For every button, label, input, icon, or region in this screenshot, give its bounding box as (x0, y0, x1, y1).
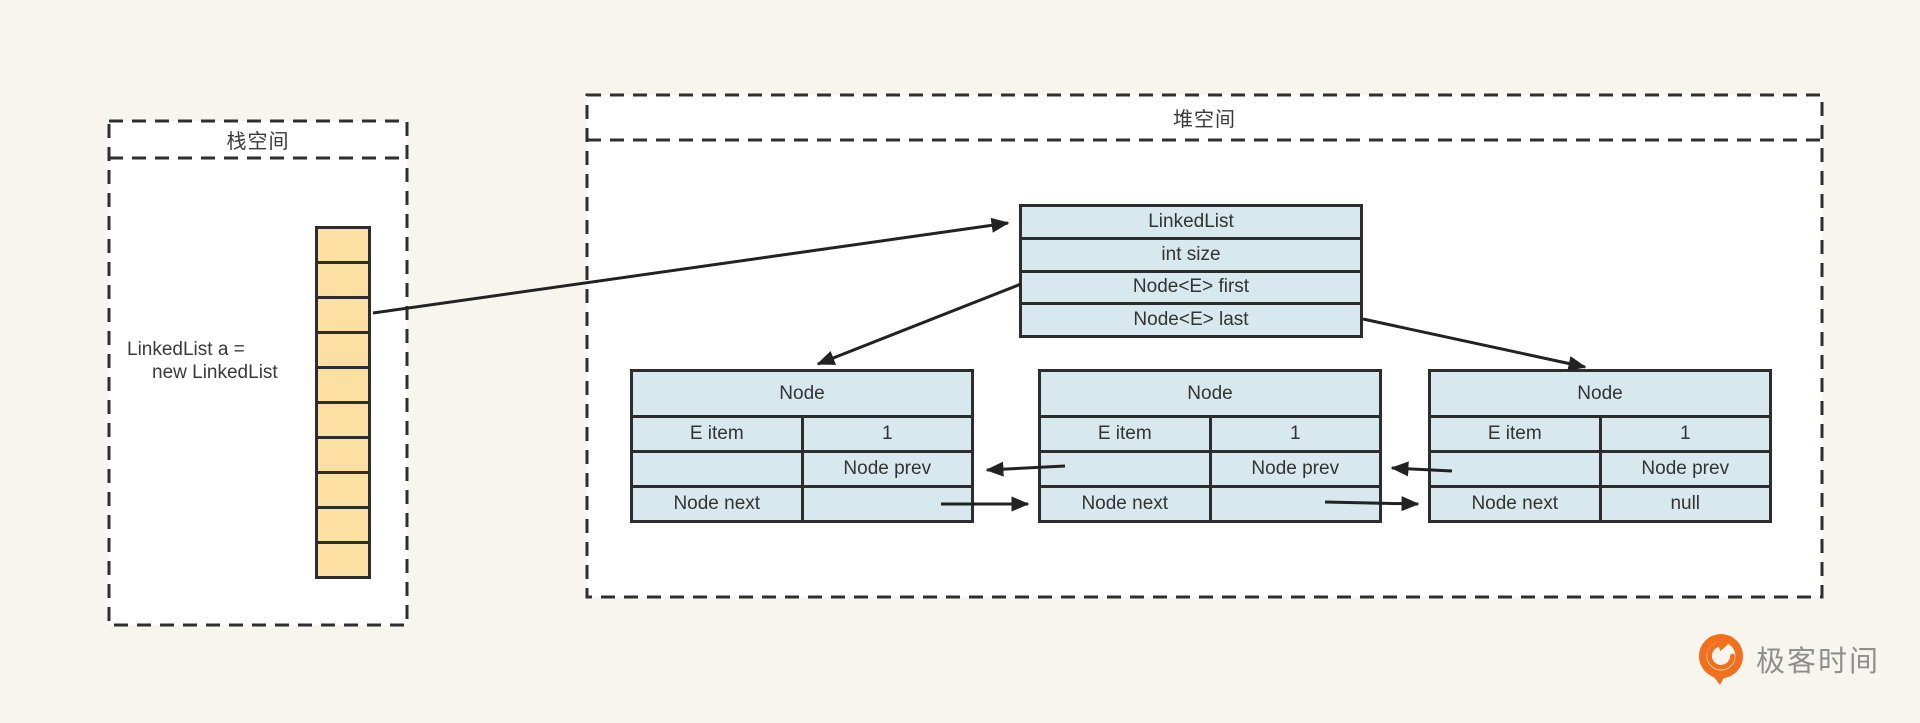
stack-cell (315, 471, 371, 509)
node2-item-label: E item (1097, 423, 1152, 444)
node2-prev-value (1041, 453, 1209, 485)
stack-cell (315, 226, 371, 264)
node3-item-label: E item (1487, 423, 1542, 444)
node2-next-value (1208, 488, 1380, 520)
node2-next-label: Node next (1081, 493, 1169, 514)
node1-next-value (800, 488, 972, 520)
linkedlist-field-last: Node<E> last (1022, 302, 1360, 335)
geektime-logo-text: 极客时间 (1756, 646, 1881, 678)
stack-space-title: 栈空间 (226, 131, 290, 153)
node1-item-value: 1 (800, 418, 972, 450)
node1-title: Node (779, 382, 825, 404)
geektime-logo: 极客时间 (1698, 632, 1880, 686)
node2-prev-label: Node prev (1208, 453, 1380, 485)
node1-item-row: E item 1 (633, 415, 971, 450)
node3-prev-row: Node prev (1431, 450, 1769, 485)
linkedlist-box-title: LinkedList (1148, 210, 1234, 232)
node1-next-label: Node next (673, 493, 761, 514)
node-box-3: Node E item 1 Node prev Node next null (1428, 369, 1772, 523)
node2-item-value: 1 (1208, 418, 1380, 450)
stack-cells (315, 226, 371, 579)
node2-title: Node (1187, 382, 1233, 404)
node2-next-row: Node next (1041, 485, 1379, 520)
node3-next-value: null (1598, 488, 1770, 520)
stack-cell (315, 331, 371, 369)
node1-prev-value (633, 453, 801, 485)
stack-cell (315, 506, 371, 544)
logo-arrow-tip (1717, 638, 1729, 652)
linkedlist-field-size: int size (1022, 236, 1360, 270)
stack-cell (315, 401, 371, 439)
node-box-1: Node E item 1 Node prev Node next (630, 369, 974, 523)
stack-variable-label-line1: LinkedList a = (127, 339, 245, 360)
node3-next-label: Node next (1471, 493, 1559, 514)
heap-space-title: 堆空间 (1173, 109, 1236, 131)
stack-cell (315, 541, 371, 579)
node-box-2: Node E item 1 Node prev Node next (1038, 369, 1382, 523)
node1-prev-label: Node prev (800, 453, 972, 485)
node3-title: Node (1577, 382, 1623, 404)
linkedlist-field-first: Node<E> first (1022, 269, 1360, 303)
node1-next-row: Node next (633, 485, 971, 520)
geektime-logo-icon (1698, 634, 1744, 685)
node2-prev-row: Node prev (1041, 450, 1379, 485)
linkedlist-object-box: LinkedList int size Node<E> first Node<E… (1019, 204, 1363, 338)
node1-item-label: E item (689, 423, 744, 444)
stack-cell (315, 436, 371, 474)
node3-item-row: E item 1 (1431, 415, 1769, 450)
stack-cell (315, 261, 371, 299)
stack-variable-label: LinkedList a = new LinkedList (127, 338, 278, 384)
node3-next-row: Node next null (1431, 485, 1769, 520)
stack-cell (315, 296, 371, 334)
node3-prev-label: Node prev (1598, 453, 1770, 485)
logo-pin-tail (1712, 675, 1725, 685)
node2-item-row: E item 1 (1041, 415, 1379, 450)
node3-prev-value (1431, 453, 1599, 485)
stack-cell (315, 366, 371, 404)
stack-variable-label-line2: new LinkedList (152, 362, 278, 383)
node3-item-value: 1 (1598, 418, 1770, 450)
node1-prev-row: Node prev (633, 450, 971, 485)
